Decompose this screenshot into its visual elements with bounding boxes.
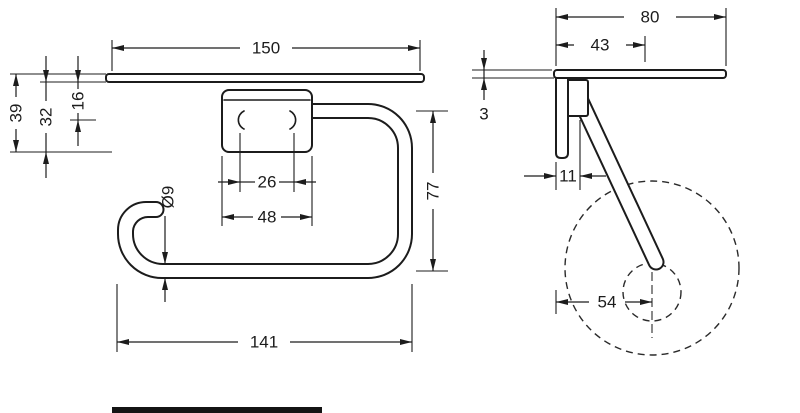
side-dimension-lines bbox=[481, 14, 726, 305]
mounting-bracket bbox=[221, 89, 313, 153]
dim-150-label: 150 bbox=[252, 39, 280, 58]
dim-43-label: 43 bbox=[591, 36, 610, 55]
shelf-plate-side bbox=[553, 69, 727, 79]
dim-80-label: 80 bbox=[641, 8, 660, 27]
shelf-plate bbox=[105, 73, 425, 83]
dim-48-label: 48 bbox=[258, 208, 277, 227]
dim-141-label: 141 bbox=[250, 333, 278, 352]
wall-plate-side bbox=[555, 77, 569, 159]
front-dimension-lines bbox=[13, 45, 436, 345]
dim-11-label: 11 bbox=[559, 167, 577, 186]
roll-holder-wire bbox=[117, 103, 413, 279]
dim-26-label: 26 bbox=[258, 173, 277, 192]
dim-3-label: 3 bbox=[479, 105, 488, 124]
dim-diameter-label: Ø9 bbox=[159, 186, 178, 209]
dim-39-label: 39 bbox=[7, 104, 26, 123]
dim-32-label: 32 bbox=[37, 108, 56, 127]
front-extension-lines bbox=[10, 40, 448, 352]
side-view: 80 43 3 11 54 bbox=[472, 8, 740, 356]
bracket-block-side bbox=[565, 79, 589, 117]
bracket-hole-right bbox=[289, 110, 297, 130]
dim-54-label: 54 bbox=[598, 293, 617, 312]
dim-16-label: 16 bbox=[69, 92, 88, 111]
toilet-roll-outline bbox=[564, 180, 740, 356]
dim-77-label: 77 bbox=[424, 182, 443, 201]
holder-arm bbox=[572, 94, 665, 271]
front-view: 150 39 32 16 Ø9 26 48 141 77 bbox=[7, 39, 448, 352]
bracket-hole-left bbox=[237, 110, 245, 130]
cropped-edge-artifact bbox=[112, 407, 322, 413]
